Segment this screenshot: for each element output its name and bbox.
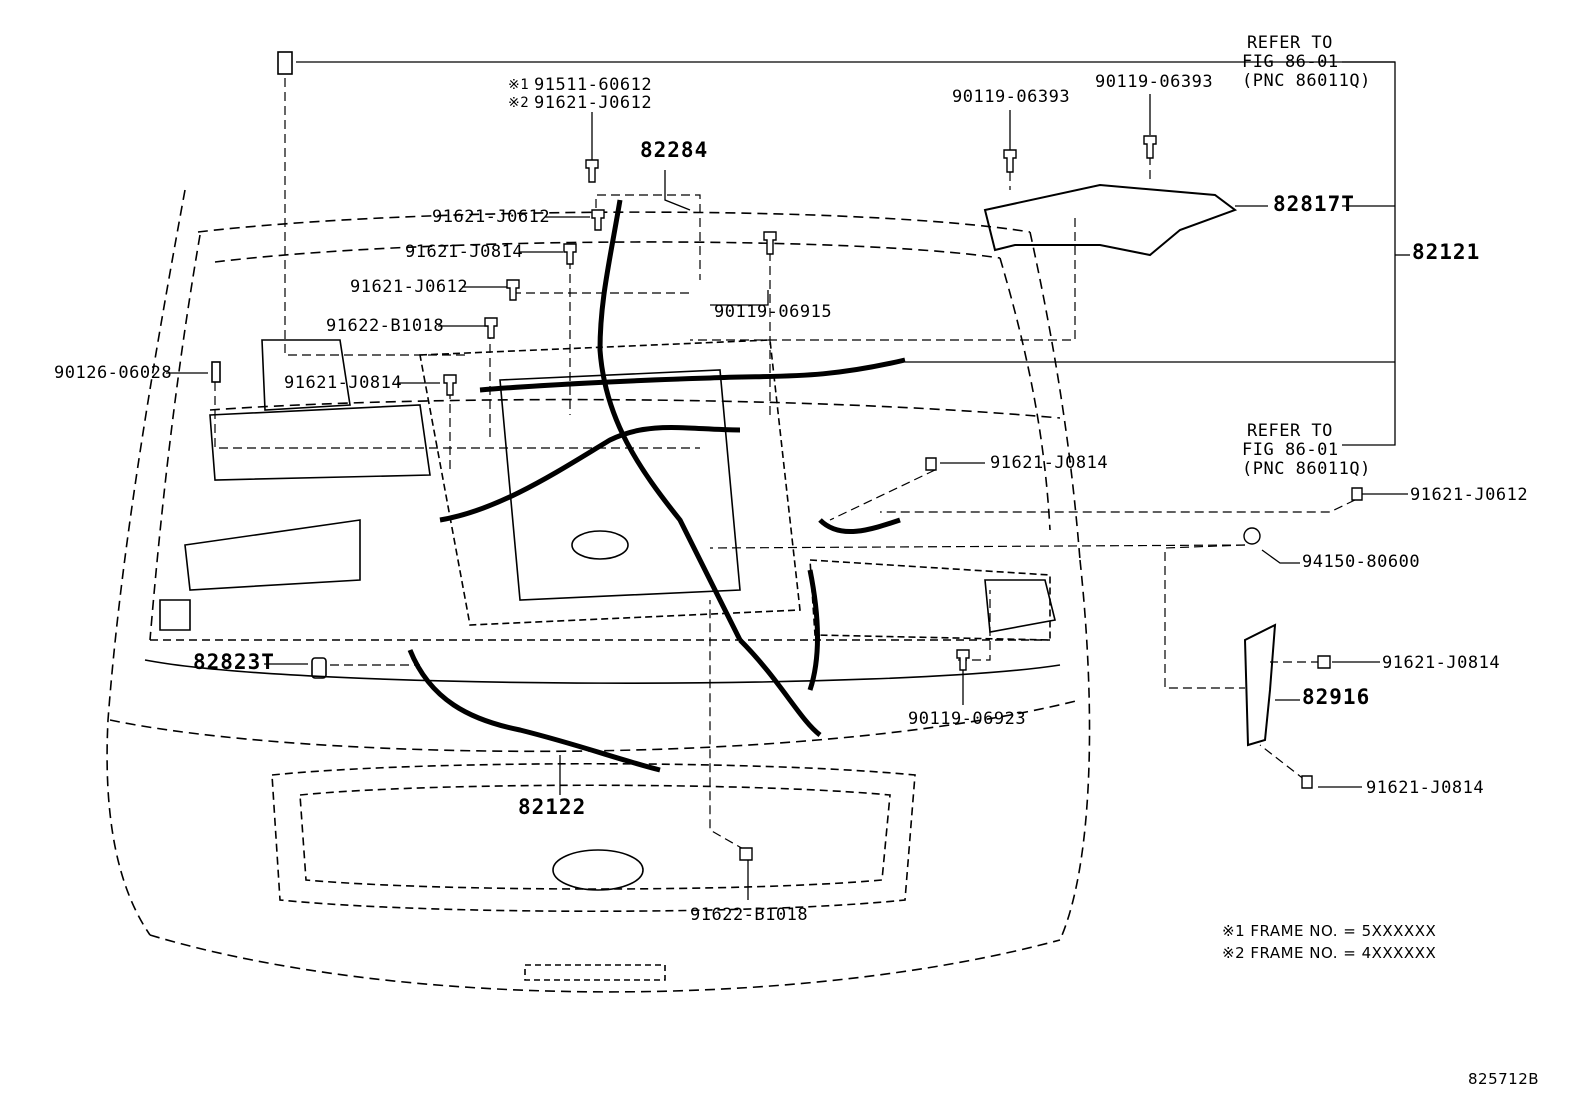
mark-1: ※1 <box>508 77 530 93</box>
callout-82284: 82284 <box>640 138 709 162</box>
connector-82823t <box>311 657 327 679</box>
callout-91622-b1018-a: 91622-B1018 <box>326 316 445 336</box>
bolt-icon <box>443 374 457 396</box>
callout-90119-06393-a: 90119-06393 <box>952 87 1071 107</box>
bolt-icons <box>443 135 1363 861</box>
wire-harness <box>407 199 906 773</box>
engine-block <box>159 339 1056 641</box>
callout-94150-80600: 94150-80600 <box>1302 552 1421 572</box>
callout-91621-j0612-c: 91621-J0612 <box>1410 485 1529 505</box>
refer-mid-line2: FIG 86-01 <box>1242 440 1339 460</box>
refer-to-fig-top: REFER TO FIG 86-01 (PNC 86011Q) <box>1242 34 1371 91</box>
bracket-82916 <box>1243 623 1277 747</box>
front-grille <box>144 639 1061 981</box>
hood-outline <box>106 189 1091 993</box>
callout-91621-j0814-d: 91621-J0814 <box>1382 653 1501 673</box>
connector-90126 <box>211 361 221 383</box>
dashed-leaders <box>214 78 1356 851</box>
callout-91621-j0814-b: 91621-J0814 <box>284 373 403 393</box>
refer-mid-line1: REFER TO <box>1247 421 1333 441</box>
mark-2: ※2 <box>508 95 530 111</box>
bolt-icon <box>763 231 777 255</box>
frame-note-2: ※2 FRAME NO. = 4XXXXXX <box>1222 944 1437 962</box>
bolt-icon <box>956 649 970 671</box>
callout-82122: 82122 <box>518 795 587 819</box>
leader-lines <box>166 61 1410 900</box>
callout-82817t: 82817T <box>1273 192 1355 216</box>
bolt-icon <box>591 209 605 231</box>
callout-91511-60612: 91511-60612 <box>534 75 653 95</box>
connector-top-left <box>277 51 293 75</box>
bracket-82817t <box>983 183 1238 257</box>
callout-91621-j0612-a: 91621-J0612 <box>432 207 551 227</box>
bolt-icon <box>563 243 577 265</box>
callout-82916: 82916 <box>1302 685 1371 709</box>
callout-90119-06915: 90119-06915 <box>714 302 833 322</box>
callout-91621-j0612-b: 91621-J0612 <box>350 277 469 297</box>
refer-top-line2: FIG 86-01 <box>1242 52 1339 72</box>
refer-top-line1: REFER TO <box>1247 33 1333 53</box>
bolt-icon <box>1317 655 1331 669</box>
callout-90119-06923: 90119-06923 <box>908 709 1027 729</box>
bolt-icon <box>1351 487 1363 501</box>
callout-90126-06028: 90126-06028 <box>54 363 173 383</box>
callout-91621-j0814-a: 91621-J0814 <box>405 242 524 262</box>
diagram-id: 825712B <box>1468 1070 1540 1088</box>
callout-91621-j0612-top: 91621-J0612 <box>534 93 653 113</box>
callout-91621-j0814-e: 91621-J0814 <box>1366 778 1485 798</box>
bolt-icon <box>1143 135 1157 159</box>
bolt-icon <box>484 317 498 339</box>
refer-to-fig-mid: REFER TO FIG 86-01 (PNC 86011Q) <box>1242 422 1371 479</box>
callout-82823t: 82823T <box>193 650 275 674</box>
callout-91622-b1018-b: 91622-B1018 <box>690 905 809 925</box>
nut-icon <box>1243 527 1261 545</box>
callout-82121: 82121 <box>1412 240 1481 264</box>
refer-top-line3: (PNC 86011Q) <box>1242 71 1371 91</box>
bolt-icon <box>739 847 753 861</box>
callout-91621-j0814-c: 91621-J0814 <box>990 453 1109 473</box>
refer-mid-line3: (PNC 86011Q) <box>1242 459 1371 479</box>
bolt-icon <box>585 159 599 183</box>
bolt-icon <box>925 457 937 471</box>
callout-90119-06393-b: 90119-06393 <box>1095 72 1214 92</box>
frame-note-1: ※1 FRAME NO. = 5XXXXXX <box>1222 922 1437 940</box>
bolt-icon <box>1301 775 1313 789</box>
bolt-icon <box>506 279 520 301</box>
bolt-icon <box>1003 149 1017 173</box>
